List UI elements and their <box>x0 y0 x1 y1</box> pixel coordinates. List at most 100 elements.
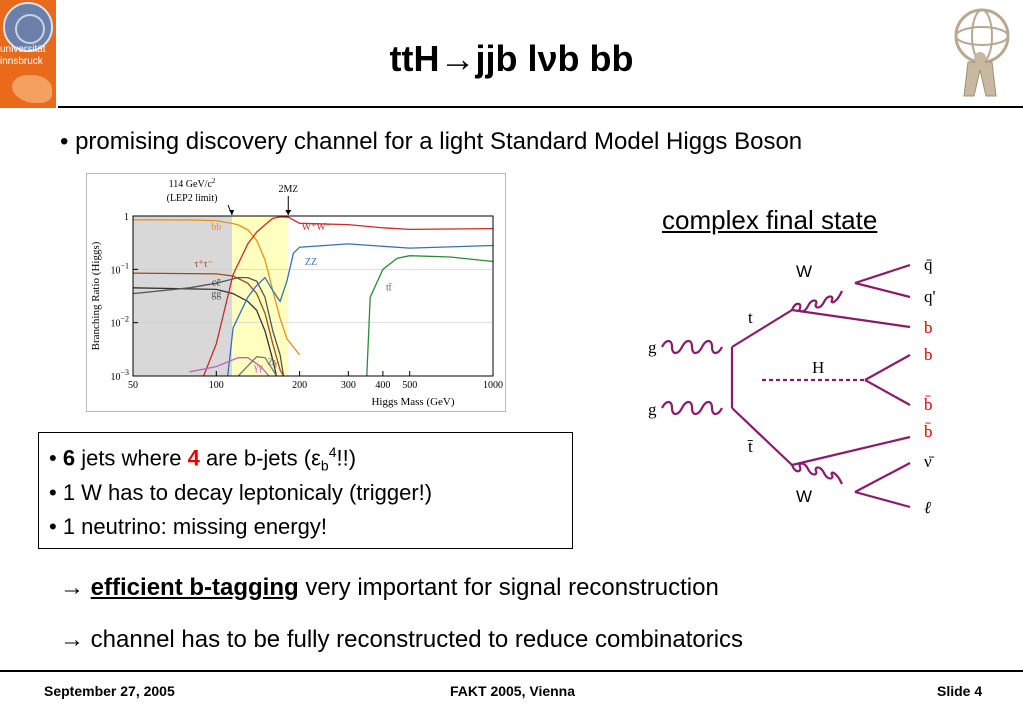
x-axis-label: Higgs Mass (GeV) <box>371 396 454 408</box>
channel-text: channel has to be fully reconstructed to… <box>90 626 744 653</box>
title-arrow: → <box>439 38 476 79</box>
b-label-2: b <box>924 345 933 364</box>
bullet-discovery-text: promising discovery channel for a light … <box>75 128 803 155</box>
eps-sup: 4 <box>328 444 337 460</box>
jets-line-2: • 1 W has to decay leptonicaly (trigger!… <box>49 480 432 506</box>
jets-text-1: jets where <box>75 445 188 471</box>
footer-date: September 27, 2005 <box>44 683 175 699</box>
series-line-ZZ <box>227 243 494 377</box>
gluon-label-2: g <box>648 400 657 419</box>
series-line-cc <box>132 287 278 377</box>
lep-arrow-head <box>229 210 235 215</box>
jets-text-3: !!) <box>336 445 357 471</box>
w-top-label: W <box>796 262 812 281</box>
gluon-bottom <box>661 400 723 416</box>
x-tick-label: 1000 <box>483 380 503 391</box>
lep-limit-label: 114 GeV/c2 <box>169 177 216 190</box>
jets-line-1: • 6 jets where 4 are b-jets (εb4!!) <box>49 444 356 474</box>
bbar-label-2: b̄ <box>924 422 933 441</box>
title-divider <box>58 106 1023 108</box>
footer-divider <box>0 670 1023 672</box>
series-line-Zγ <box>237 356 278 377</box>
jets-line-3: • 1 neutrino: missing energy! <box>49 514 327 540</box>
logo-text-2: innsbruck <box>0 56 43 67</box>
b-from-higgs-line <box>864 354 911 381</box>
series-label-gg: gg <box>211 289 221 300</box>
x-tick-label: 100 <box>209 380 224 391</box>
qprime-label: q' <box>924 287 936 306</box>
plot-frame <box>132 215 494 377</box>
arrow-glyph: → <box>60 626 84 653</box>
b-label-1: b <box>924 318 933 337</box>
title-ttH: ttH <box>389 38 440 79</box>
title-nu: ν <box>537 38 558 79</box>
final-state-title: complex final state <box>662 205 878 235</box>
w-decay-text: 1 W has to decay leptonicaly (trigger!) <box>62 480 433 505</box>
btag-emphasis: efficient b-tagging <box>90 574 299 601</box>
series-line-tt <box>366 255 494 377</box>
bullet-glyph: • <box>49 445 57 471</box>
series-line-gg <box>132 276 285 377</box>
arrow-glyph: → <box>60 574 84 601</box>
lepton-line <box>854 490 911 509</box>
bullet-glyph: • <box>49 514 57 539</box>
series-label-ZZ: ZZ <box>305 257 317 268</box>
eps-sub: b <box>320 457 329 474</box>
title-jjbl: jjb l <box>475 38 538 79</box>
2mz-arrow-head <box>285 210 292 215</box>
jets-count: 6 <box>62 445 76 471</box>
atlas-logo-icon <box>954 8 1010 97</box>
series-label-γγ: γγ <box>253 362 263 373</box>
b-from-top-line <box>791 308 911 329</box>
logo-text-1: universität <box>0 44 46 55</box>
bullet-glyph: • <box>60 128 69 155</box>
series-label-cc: cc̄ <box>212 277 221 288</box>
bbar-from-higgs-line <box>864 379 911 406</box>
x-tick-label: 500 <box>402 380 417 391</box>
qprime-line <box>854 281 911 299</box>
x-tick-label: 300 <box>341 380 356 391</box>
slide-title: ttH→jjb lνb bb <box>0 38 1023 80</box>
nubar-label: ν̄ <box>924 452 935 471</box>
y-tick-label: 1 <box>124 212 129 223</box>
y-tick-label: 10−1 <box>110 261 129 276</box>
bbar-label-1: b̄ <box>924 395 933 414</box>
logo-decoration <box>12 75 52 103</box>
footer-event: FAKT 2005, Vienna <box>450 683 576 699</box>
series-label-τ+τ−: τ⁺τ⁻ <box>194 259 213 270</box>
series-line-bb <box>132 219 301 356</box>
q-label: q̄ <box>924 255 933 274</box>
w-boson-top <box>790 290 843 313</box>
x-tick-label: 50 <box>128 380 138 391</box>
bbar-from-antitop-line <box>791 435 911 467</box>
jets-info-box: • 6 jets where 4 are b-jets (εb4!!) • 1 … <box>38 432 573 549</box>
series-label-tt: tt̄ <box>386 283 392 294</box>
nu-line <box>854 462 911 493</box>
bullet-glyph: • <box>49 480 57 505</box>
series-label-Zγ: Zγ <box>268 357 279 368</box>
w-boson-bottom <box>790 462 843 485</box>
bullet-discovery: • promising discovery channel for a ligh… <box>60 128 802 156</box>
w-bottom-label: W <box>796 487 812 506</box>
lepton-label: ℓ <box>924 498 931 517</box>
gluon-top <box>661 339 723 355</box>
title-bbb: b bb <box>557 38 634 79</box>
excluded-region <box>133 216 233 376</box>
series-line-τ+τ− <box>132 272 285 377</box>
btag-rest: very important for signal reconstruction <box>298 574 719 601</box>
lep-limit-label-2: (LEP2 limit) <box>167 193 218 204</box>
antitop-quark-line <box>731 407 793 466</box>
jets-text-2: are b-jets (ε <box>199 445 321 471</box>
series-line-γγ <box>189 357 270 377</box>
series-line-W+W− <box>202 216 494 377</box>
y-tick-label: 10−3 <box>110 368 129 383</box>
top-quark-line <box>731 309 793 348</box>
footer-slide-number: Slide 4 <box>937 683 983 699</box>
x-tick-label: 200 <box>292 380 307 391</box>
gluon-label-1: g <box>648 338 657 357</box>
seal-icon <box>3 2 53 52</box>
t-label: t <box>748 308 753 327</box>
feynman-diagram: W W t t̄ H g g q̄ q' b b b̄ b̄ ν̄ ℓ <box>648 255 936 517</box>
